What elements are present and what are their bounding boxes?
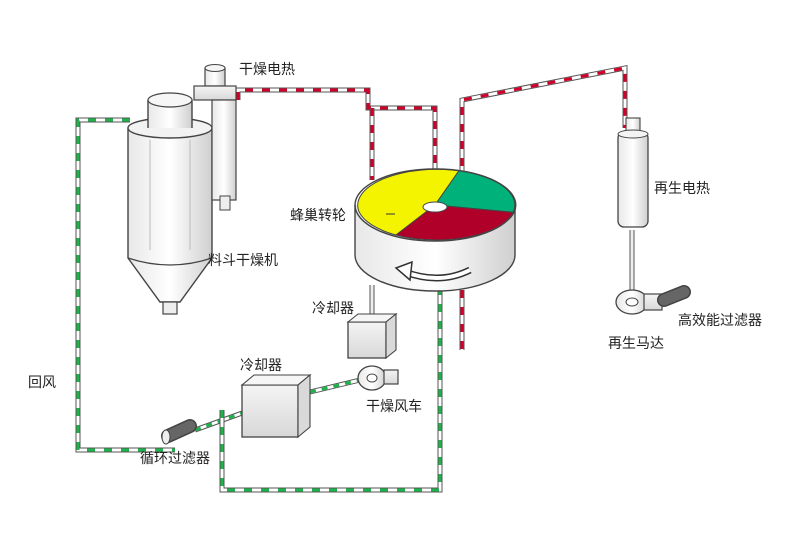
dryer-heater-label: 干燥电热: [239, 62, 295, 78]
pipe-hot-regen-supply: [459, 64, 628, 200]
pipe-return-air: [75, 117, 175, 453]
dryer-heater: [193, 64, 237, 211]
cooler-upper-label: 冷却器: [312, 301, 354, 317]
circulation-filter: [161, 419, 197, 445]
pipe-cooler-to-blower: [309, 377, 361, 395]
hepa-filter-label: 高效能过滤器: [678, 313, 762, 329]
honeycomb-rotor-label: 蜂巢转轮: [290, 208, 346, 224]
cooler-lower-label: 冷却器: [240, 358, 282, 374]
hopper-dryer: [127, 92, 213, 315]
pipe-hot-dryer-supply: [235, 87, 438, 180]
cooler-upper: [346, 312, 398, 360]
hepa-filter: [657, 285, 691, 307]
cooler-lower: [240, 373, 312, 439]
regen-heater-label: 再生电热: [654, 181, 710, 197]
drying-blower: [357, 365, 399, 391]
regen-motor: [615, 289, 663, 315]
hopper-dryer-label: 料斗干燥机: [208, 253, 278, 269]
pipe-lower-loop: [219, 290, 443, 493]
honeycomb-rotor: [354, 168, 517, 292]
drying-blower-label: 干燥风车: [366, 399, 422, 415]
regen-motor-label: 再生马达: [608, 336, 664, 352]
return-air-label: 回风: [28, 375, 56, 391]
circulation-filter-label: 循环过滤器: [140, 451, 210, 467]
regen-heater: [617, 117, 649, 228]
